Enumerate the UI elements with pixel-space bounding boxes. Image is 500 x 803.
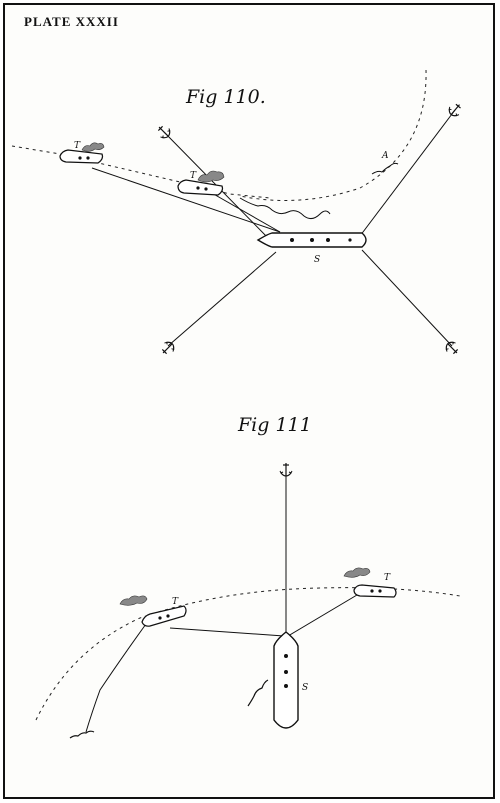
anchor-icon	[445, 100, 465, 120]
figure-111-diagram: S T T	[35, 462, 461, 739]
attacker-course-arc	[239, 69, 427, 201]
torpedo-course-line	[11, 145, 271, 199]
hawser-line-right	[287, 591, 363, 637]
buoy-chain	[69, 730, 95, 739]
plate-title: PLATE XXXII	[24, 14, 119, 29]
ship-chain	[247, 679, 269, 707]
hawser-line-1	[91, 167, 281, 233]
anchor-cable-ne	[359, 109, 456, 237]
hawser-line-2	[209, 191, 281, 233]
figure-110-diagram: A S T T	[11, 69, 465, 358]
torpedo-course-arc	[35, 587, 461, 721]
anchor-icon	[442, 338, 462, 358]
attacker-label: A	[381, 151, 389, 161]
torpedo-boat-left	[119, 595, 187, 627]
torpedo-boat-2	[177, 170, 225, 196]
anchor-cable-sw	[167, 251, 277, 347]
towing-line	[85, 623, 147, 733]
wavy-attack-path	[239, 197, 331, 220]
anchor-cable-se	[361, 249, 453, 347]
ship-label: S	[302, 683, 308, 693]
figure-111-title: Fig 111	[238, 414, 312, 436]
hawser-line-left	[169, 627, 285, 637]
torpedo-boat-label: T	[74, 141, 81, 151]
plate-frame	[3, 3, 495, 799]
torpedo-boat-right	[343, 567, 397, 598]
attacker-chain	[371, 162, 399, 175]
anchor-icon	[158, 338, 178, 358]
torpedo-boat-label: T	[384, 573, 391, 583]
figure-110-title: Fig 110.	[186, 86, 266, 108]
torpedo-boat-1	[59, 142, 105, 164]
torpedo-boat-label: T	[190, 171, 197, 181]
torpedo-boat-label: T	[172, 597, 179, 607]
ship-s	[256, 232, 367, 248]
ship-label: S	[314, 255, 320, 265]
ship-s	[273, 631, 299, 729]
anchor-icon	[279, 462, 293, 477]
